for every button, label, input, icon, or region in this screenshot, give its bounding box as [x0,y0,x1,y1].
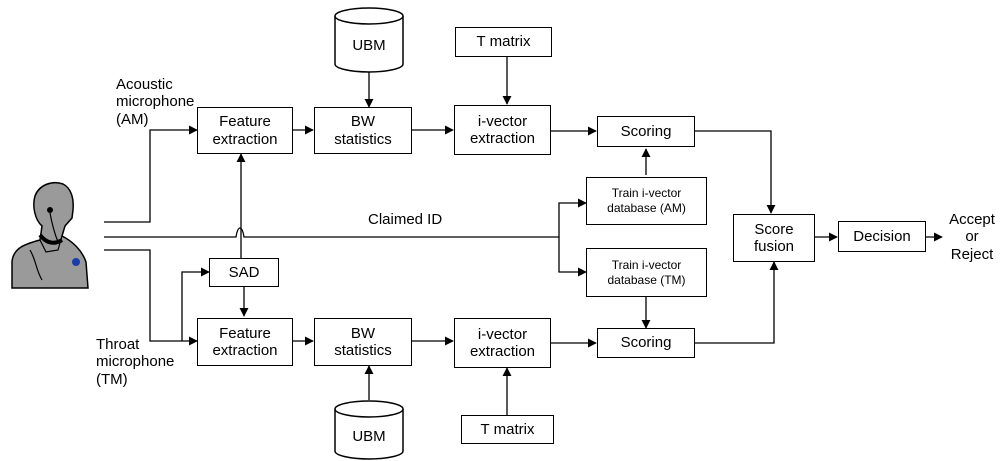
connector-lines [104,57,943,415]
accept-or-reject-label: Accept or Reject [949,211,995,263]
acoustic-microphone-label: Acoustic microphone (AM) [116,76,195,128]
ivector-extraction-am-block: i-vector extraction [454,105,551,155]
feature-extraction-tm-block: Feature extraction [197,318,293,366]
train-ivector-database-am-block: Train i-vector database (AM) [586,177,707,225]
ubm-bottom-cylinder [334,400,404,460]
scoring-am-block: Scoring [597,116,695,147]
claimed-id-label: Claimed ID [368,211,443,228]
bw-statistics-tm-block: BW statistics [314,318,412,366]
ubm-top-cylinder [334,7,404,73]
ubm-top-label: UBM [352,37,386,54]
person-with-throat-microphone-icon [11,181,89,289]
feature-extraction-am-block: Feature extraction [197,107,293,154]
sad-block: SAD [209,258,279,287]
t-matrix-bottom-block: T matrix [461,415,554,444]
bw-statistics-am-block: BW statistics [314,107,412,154]
scoring-tm-block: Scoring [597,328,695,358]
t-matrix-top-block: T matrix [455,27,552,57]
score-fusion-block: Score fusion [733,214,815,262]
throat-microphone-label: Throat microphone (TM) [96,336,175,388]
ubm-bottom-label: UBM [352,428,386,445]
train-ivector-database-tm-block: Train i-vector database (TM) [586,248,707,297]
decision-block: Decision [838,221,926,252]
ivector-extraction-tm-block: i-vector extraction [454,318,551,368]
